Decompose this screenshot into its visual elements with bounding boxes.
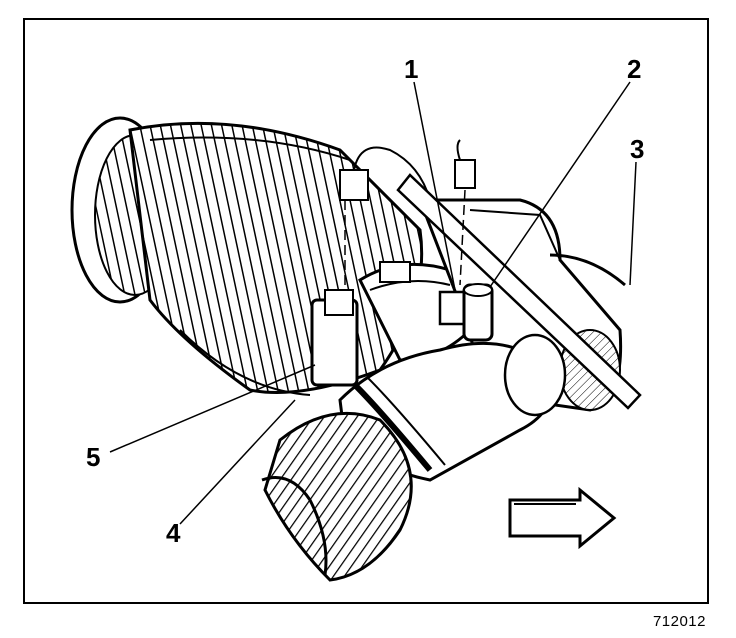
figure-id: 712012 (652, 613, 706, 630)
corrugated-hose (261, 411, 413, 582)
callout-1: 1 (404, 54, 419, 84)
vacuum-tube (396, 173, 642, 410)
callout-5: 5 (86, 442, 101, 472)
callout-3: 3 (630, 134, 645, 164)
leader-lines (109, 81, 637, 525)
callout-4: 4 (166, 518, 181, 548)
callout-2: 2 (627, 54, 642, 84)
air-duct-large (70, 116, 424, 396)
sensor-connector (310, 146, 431, 387)
direction-arrow-right-icon (508, 486, 617, 550)
iat-sensor (438, 139, 494, 342)
